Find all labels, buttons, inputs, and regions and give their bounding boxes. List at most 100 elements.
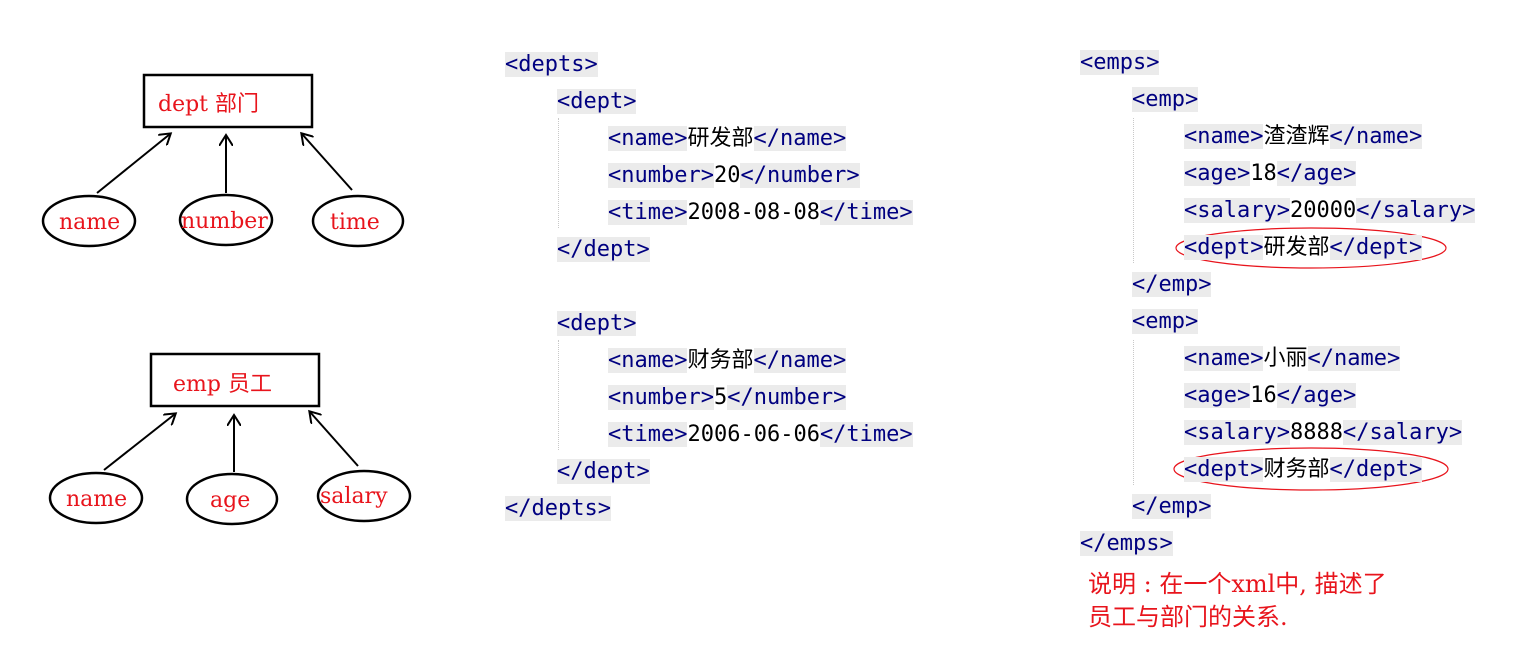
xml-tag: <dept>	[557, 89, 637, 114]
emp-attr-name-ellipse	[48, 471, 144, 525]
xml-tag: </dept>	[557, 237, 650, 262]
emp-attr-age: age	[210, 488, 250, 513]
explanation-line-2: 员工与部门的关系.	[1088, 603, 1288, 631]
xml-text: 2008-08-08	[687, 200, 820, 225]
xml-tag: <number>	[608, 163, 714, 188]
xml-tag: <name>	[608, 126, 688, 151]
xml-text: 20	[713, 163, 741, 188]
xml-tag: <name>	[608, 348, 688, 373]
xml-tag: <age>	[1184, 383, 1251, 408]
emp-arrow-salary	[310, 412, 359, 467]
xml-tag: <dept>	[1184, 235, 1264, 260]
xml-tag: </depts>	[505, 496, 611, 521]
emps-xml-line: </emp>	[1132, 488, 1212, 525]
xml-tag: <time>	[608, 422, 688, 447]
xml-tag: <depts>	[505, 52, 598, 77]
xml-text: 18	[1250, 161, 1277, 186]
xml-tag: <dept>	[557, 311, 637, 336]
dept-attr-name-ellipse	[41, 194, 137, 248]
xml-text: 8888	[1289, 420, 1343, 445]
xml-tag: </name>	[753, 348, 847, 373]
indent-guide	[558, 340, 560, 450]
dept-attr-time-ellipse	[311, 194, 405, 248]
dept-arrow-time	[302, 134, 353, 191]
emps-xml-line: <name>小丽</name>	[1184, 340, 1401, 377]
emps-xml-line: <age>18</age>	[1184, 155, 1357, 192]
emps-xml-line: <dept>财务部</dept>	[1184, 451, 1423, 488]
depts-xml-line: </dept>	[557, 231, 650, 268]
depts-xml-line: <time>2008-08-08</time>	[608, 194, 913, 231]
xml-tag: </age>	[1276, 161, 1357, 186]
dept-attr-name: name	[59, 210, 120, 235]
xml-tag: </salary>	[1356, 198, 1476, 223]
xml-tag: <dept>	[1184, 457, 1264, 482]
emps-xml-line: <age>16</age>	[1184, 377, 1357, 414]
depts-xml-line: <depts>	[505, 46, 598, 83]
emps-xml-line: </emp>	[1132, 266, 1212, 303]
xml-tag: <salary>	[1184, 420, 1290, 445]
xml-tag: </number>	[740, 163, 860, 188]
xml-tag: <time>	[608, 200, 688, 225]
dept-attr-number: number	[181, 209, 268, 234]
xml-tag: <emps>	[1080, 50, 1160, 75]
xml-tag: <emp>	[1132, 309, 1199, 334]
indent-guide	[558, 118, 560, 228]
dept-arrow-name	[96, 134, 170, 194]
xml-tag: <salary>	[1184, 198, 1290, 223]
xml-text: 小丽	[1263, 346, 1308, 371]
emps-xml-line: <name>渣渣辉</name>	[1184, 118, 1423, 155]
depts-xml-line: <name>财务部</name>	[608, 342, 847, 379]
indent-guide	[1133, 340, 1135, 485]
emp-entity-label: emp 员工	[173, 372, 272, 397]
xml-tag: </salary>	[1342, 420, 1463, 445]
dept-attr-number-ellipse	[178, 193, 274, 247]
xml-tag: </name>	[1307, 346, 1401, 371]
depts-xml-line: <dept>	[557, 305, 637, 342]
xml-text: 财务部	[687, 348, 754, 373]
xml-tag: </emp>	[1132, 272, 1212, 297]
xml-text: 财务部	[1263, 457, 1330, 482]
emps-xml-line: <emps>	[1080, 44, 1160, 81]
emps-xml-line: <dept>研发部</dept>	[1184, 229, 1423, 266]
emps-xml-line: </emps>	[1080, 525, 1173, 562]
xml-text: 5	[713, 385, 728, 410]
xml-text: 2006-06-06	[687, 422, 820, 447]
emp-attr-age-ellipse	[185, 472, 279, 526]
depts-xml-line: <dept>	[557, 83, 637, 120]
emps-xml-line: <emp>	[1132, 303, 1199, 340]
xml-tag: </dept>	[557, 459, 650, 484]
emps-xml-line: <salary>20000</salary>	[1184, 192, 1476, 229]
xml-text: 16	[1250, 383, 1277, 408]
depts-xml-line: </depts>	[505, 490, 611, 527]
depts-xml-line: <name>研发部</name>	[608, 120, 847, 157]
xml-tag: </name>	[1329, 124, 1423, 149]
xml-tag: </dept>	[1329, 457, 1423, 482]
depts-xml-line: <number>5</number>	[608, 379, 847, 416]
emp-attr-salary-ellipse	[316, 469, 412, 523]
xml-text: 20000	[1289, 198, 1357, 223]
xml-tag: <emp>	[1132, 87, 1199, 112]
emp-attr-name: name	[66, 487, 127, 512]
xml-tag: </emps>	[1080, 531, 1173, 556]
xml-tag: </dept>	[1329, 235, 1423, 260]
xml-tag: <age>	[1184, 161, 1251, 186]
xml-text: 研发部	[1263, 235, 1330, 260]
depts-xml-line: <number>20</number>	[608, 157, 860, 194]
xml-tag: <name>	[1184, 346, 1264, 371]
xml-tag: <number>	[608, 385, 714, 410]
highlight-dept-ref-2	[1173, 447, 1449, 491]
dept-attr-time: time	[330, 210, 380, 235]
depts-xml-line: </dept>	[557, 453, 650, 490]
xml-text: 渣渣辉	[1263, 124, 1330, 149]
xml-tag: </name>	[753, 126, 847, 151]
indent-guide	[1133, 118, 1135, 263]
emps-xml-line: <salary>8888</salary>	[1184, 414, 1463, 451]
xml-tag: <name>	[1184, 124, 1264, 149]
emps-xml-line: <emp>	[1132, 81, 1199, 118]
xml-tag: </age>	[1276, 383, 1357, 408]
emp-entity-box	[149, 352, 321, 408]
emp-arrow-name	[103, 414, 175, 471]
explanation-line-1: 说明 : 在一个xml中, 描述了	[1088, 570, 1387, 598]
dept-entity-box	[142, 73, 314, 129]
